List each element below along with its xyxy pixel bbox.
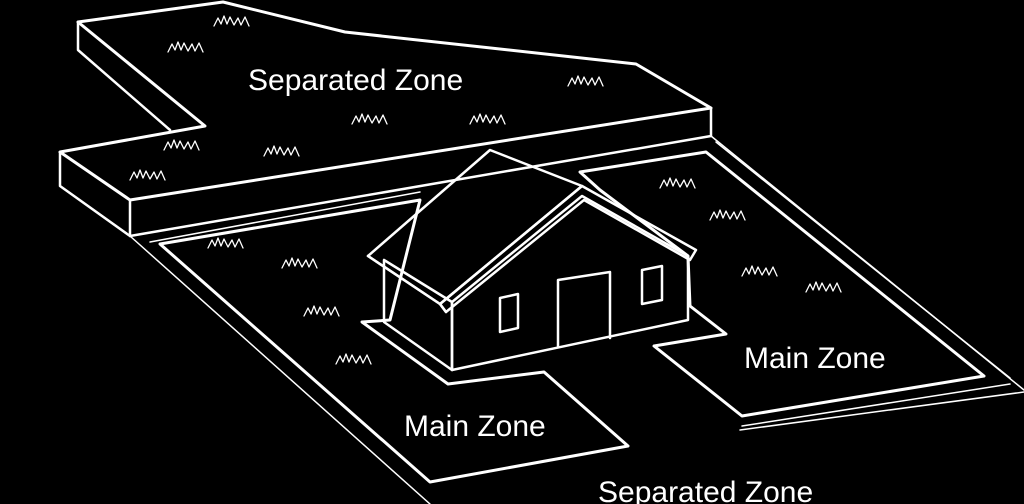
label-front-main-zone: Main Zone xyxy=(404,410,546,443)
house xyxy=(366,148,698,372)
label-right-main-zone: Main Zone xyxy=(744,342,886,375)
grass-tuft-icon xyxy=(335,353,372,365)
grass-tuft-icon xyxy=(167,41,204,53)
door xyxy=(556,270,612,348)
grass-tuft-icon xyxy=(469,113,506,125)
grass-tuft-icon xyxy=(741,265,778,277)
grass-tuft-icon xyxy=(263,145,300,157)
label-upper-separated-zone: Separated Zone xyxy=(248,64,463,97)
left-main-zone-border xyxy=(149,191,630,484)
grass-tuft-icon xyxy=(805,281,842,293)
grass-tuft-icon xyxy=(351,113,388,125)
grass-tuft-icon xyxy=(709,209,746,221)
window-right xyxy=(640,264,664,306)
grass-tuft-icon xyxy=(207,237,244,249)
grass-tuft-icon xyxy=(213,15,250,27)
grass-tuft-icon xyxy=(281,257,318,269)
grass-tuft-icon xyxy=(567,75,604,87)
grass-tuft-icon xyxy=(303,305,340,317)
grass-tuft-icon xyxy=(129,169,166,181)
grass-tuft-icon xyxy=(163,139,200,151)
grass-tufts xyxy=(129,15,842,365)
grass-tuft-icon xyxy=(659,177,696,189)
right-main-zone-border xyxy=(578,141,1011,427)
label-bottom-separated-zone: Separated Zone xyxy=(598,476,813,504)
window-left xyxy=(498,292,520,334)
